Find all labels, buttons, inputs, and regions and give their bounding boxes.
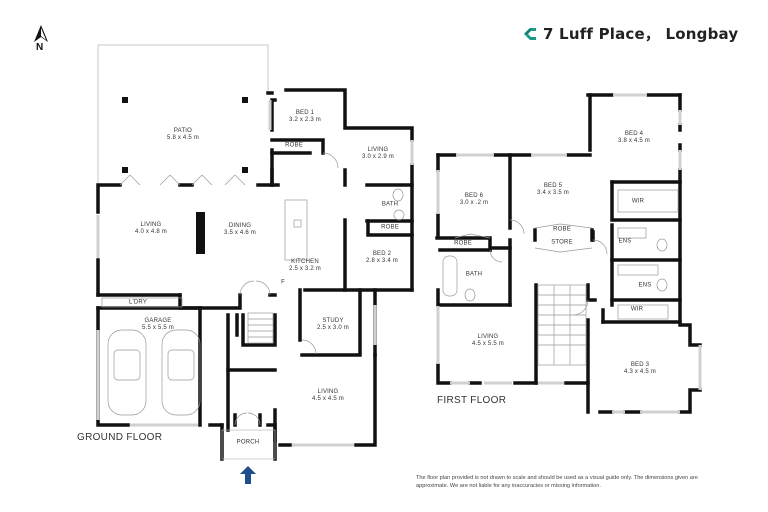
room-wir-bed4: WIR [631,198,645,205]
room-store: STORE [551,239,573,246]
room-porch: PORCH [236,439,260,446]
patio-posts [122,97,248,254]
room-robe-bed5: ROBE [553,226,571,233]
room-wir-bed3: WIR [630,306,644,313]
room-robe-bed2: ROBE [381,224,399,231]
first-floor-label: FIRST FLOOR [437,395,507,406]
room-ens-bed4: ENS [618,238,632,245]
room-laundry: L'DRY [128,299,148,306]
room-bath-gf: BATH [381,201,399,208]
north-label: N [36,42,44,53]
north-arrow-icon [33,25,49,57]
property-title: 7 Luff Place， Longbay [523,23,738,44]
room-robe-bed6: ROBE [454,240,472,247]
fridge-label: F [281,279,285,286]
room-robe-gf: ROBE [285,142,303,149]
ground-floor-label: GROUND FLOOR [77,432,163,443]
property-address: 7 Luff Place， Longbay [543,25,739,43]
room-bath-ff: BATH [465,271,483,278]
entry-arrow-icon [240,466,256,484]
disclaimer-text: The floor plan provided is not drawn to … [416,475,698,489]
room-ens-bed3: ENS [638,282,652,289]
company-logo-icon [523,27,537,41]
